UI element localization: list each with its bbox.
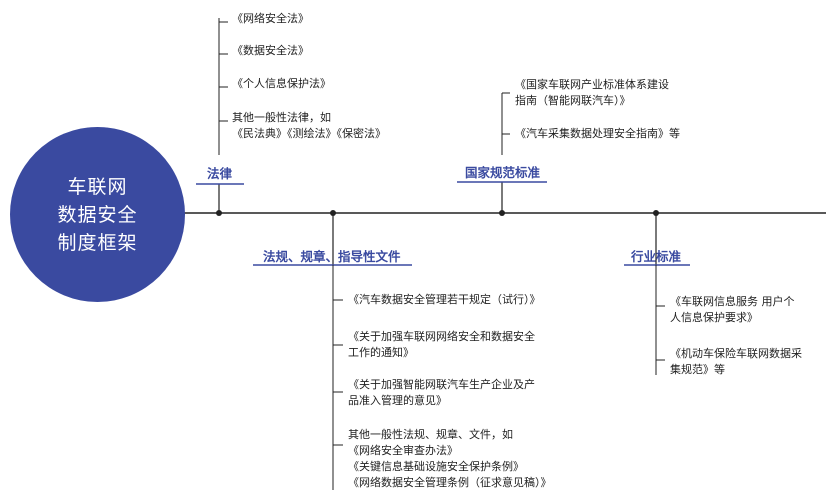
industry-tick (655, 335, 665, 361)
national-label: 国家规范标准 (465, 165, 541, 180)
item-line: 《国家车联网产业标准体系建设 (515, 78, 669, 91)
item-line: 《民法典》《测绘法》《保密法》 (232, 127, 386, 140)
law-node (216, 210, 222, 216)
law-tick (218, 18, 228, 23)
regulation-label: 法规、规章、指导性文件 (263, 249, 401, 264)
item-line: 《网络安全法》 (232, 12, 309, 25)
industry-item-info-service: 《车联网信息服务 用户个 人信息保护要求》 (670, 294, 795, 326)
regulation-item-access-opinion: 《关于加强智能网联汽车生产企业及产 品准入管理的意见》 (348, 377, 535, 409)
center-circle: 车联网 数据安全 制度框架 (10, 127, 185, 302)
industry-label: 行业标准 (631, 249, 682, 264)
center-title-line: 车联网 (67, 175, 128, 198)
item-line: 集规范》等 (670, 363, 725, 376)
item-line: 《数据安全法》 (232, 44, 309, 57)
law-item-other: 其他一般性法律，如 《民法典》《测绘法》《保密法》 (232, 110, 386, 142)
item-line: 《网络安全审查办法》 (348, 444, 458, 457)
national-item-data-guide: 《汽车采集数据处理安全指南》等 (515, 126, 680, 142)
law-tick (218, 110, 228, 122)
national-item-guide: 《国家车联网产业标准体系建设 指南（智能网联汽车）》 (515, 77, 669, 109)
item-line: 《个人信息保护法》 (232, 77, 331, 90)
item-line: 《关键信息基础设施安全保护条例》 (348, 460, 524, 473)
item-line: 《汽车数据安全管理若干规定（试行）》 (348, 293, 541, 306)
regulation-tick (332, 325, 343, 346)
industry-tick (655, 290, 665, 307)
regulation-tick (332, 285, 343, 301)
law-label: 法律 (207, 166, 233, 181)
regulation-item-other: 其他一般性法规、规章、文件，如 《网络安全审查办法》 《关键信息基础设施安全保护… (348, 427, 552, 491)
regulation-node (330, 210, 336, 216)
item-line: 指南（智能网联汽车）》 (515, 94, 631, 107)
regulation-tick (332, 372, 343, 393)
national-node (499, 210, 505, 216)
national-tick (501, 122, 510, 135)
law-item-personal-info: 《个人信息保护法》 (232, 76, 331, 92)
regulation-item-auto-data: 《汽车数据安全管理若干规定（试行）》 (348, 292, 541, 308)
law-item-data-security: 《数据安全法》 (232, 43, 309, 59)
item-line: 《车联网信息服务 用户个 (670, 295, 795, 308)
center-title-line: 数据安全 (57, 203, 138, 226)
industry-node (653, 210, 659, 216)
law-item-cybersecurity: 《网络安全法》 (232, 11, 309, 27)
item-line: 品准入管理的意见》 (348, 394, 447, 407)
item-line: 人信息保护要求》 (670, 311, 758, 324)
item-line: 《机动车保险车联网数据采 (670, 347, 802, 360)
item-line: 《关于加强智能网联汽车生产企业及产 (348, 378, 535, 391)
item-line: 《关于加强车联网网络安全和数据安全 (348, 330, 535, 343)
item-line: 其他一般性法规、规章、文件，如 (348, 428, 513, 441)
regulation-item-ivn-notice: 《关于加强车联网网络安全和数据安全 工作的通知》 (348, 329, 535, 361)
item-line: 《网络数据安全管理条例（征求意见稿）》 (348, 476, 552, 489)
law-tick (218, 78, 228, 88)
item-line: 工作的通知》 (348, 346, 414, 359)
regulation-tick (332, 420, 343, 446)
law-tick (218, 46, 228, 55)
item-line: 其他一般性法律，如 (232, 111, 331, 124)
item-line: 《汽车采集数据处理安全指南》等 (515, 127, 680, 140)
center-title-line: 制度框架 (57, 231, 138, 254)
industry-item-insurance: 《机动车保险车联网数据采 集规范》等 (670, 346, 802, 378)
